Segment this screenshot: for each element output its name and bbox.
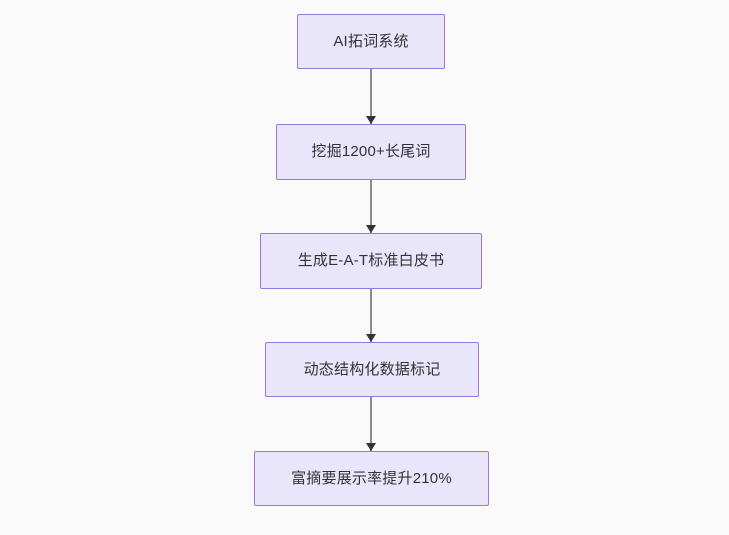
- flowchart-node-dynamic-structured-data-markup[interactable]: 动态结构化数据标记: [265, 342, 479, 397]
- edge-line: [370, 289, 372, 342]
- flowchart-node-generate-eat-whitepaper[interactable]: 生成E-A-T标准白皮书: [260, 233, 482, 289]
- arrowhead-icon: [366, 225, 376, 233]
- edge-line: [370, 69, 372, 124]
- arrowhead-icon: [366, 443, 376, 451]
- flowchart-node-rich-snippet-impression-lift[interactable]: 富摘要展示率提升210%: [254, 451, 489, 506]
- arrowhead-icon: [366, 116, 376, 124]
- arrowhead-icon: [366, 334, 376, 342]
- flowchart-node-mine-longtail-keywords[interactable]: 挖掘1200+长尾词: [276, 124, 466, 180]
- edge-line: [370, 397, 372, 451]
- flowchart-node-ai-keyword-system[interactable]: AI拓词系统: [297, 14, 445, 69]
- edge-line: [370, 180, 372, 233]
